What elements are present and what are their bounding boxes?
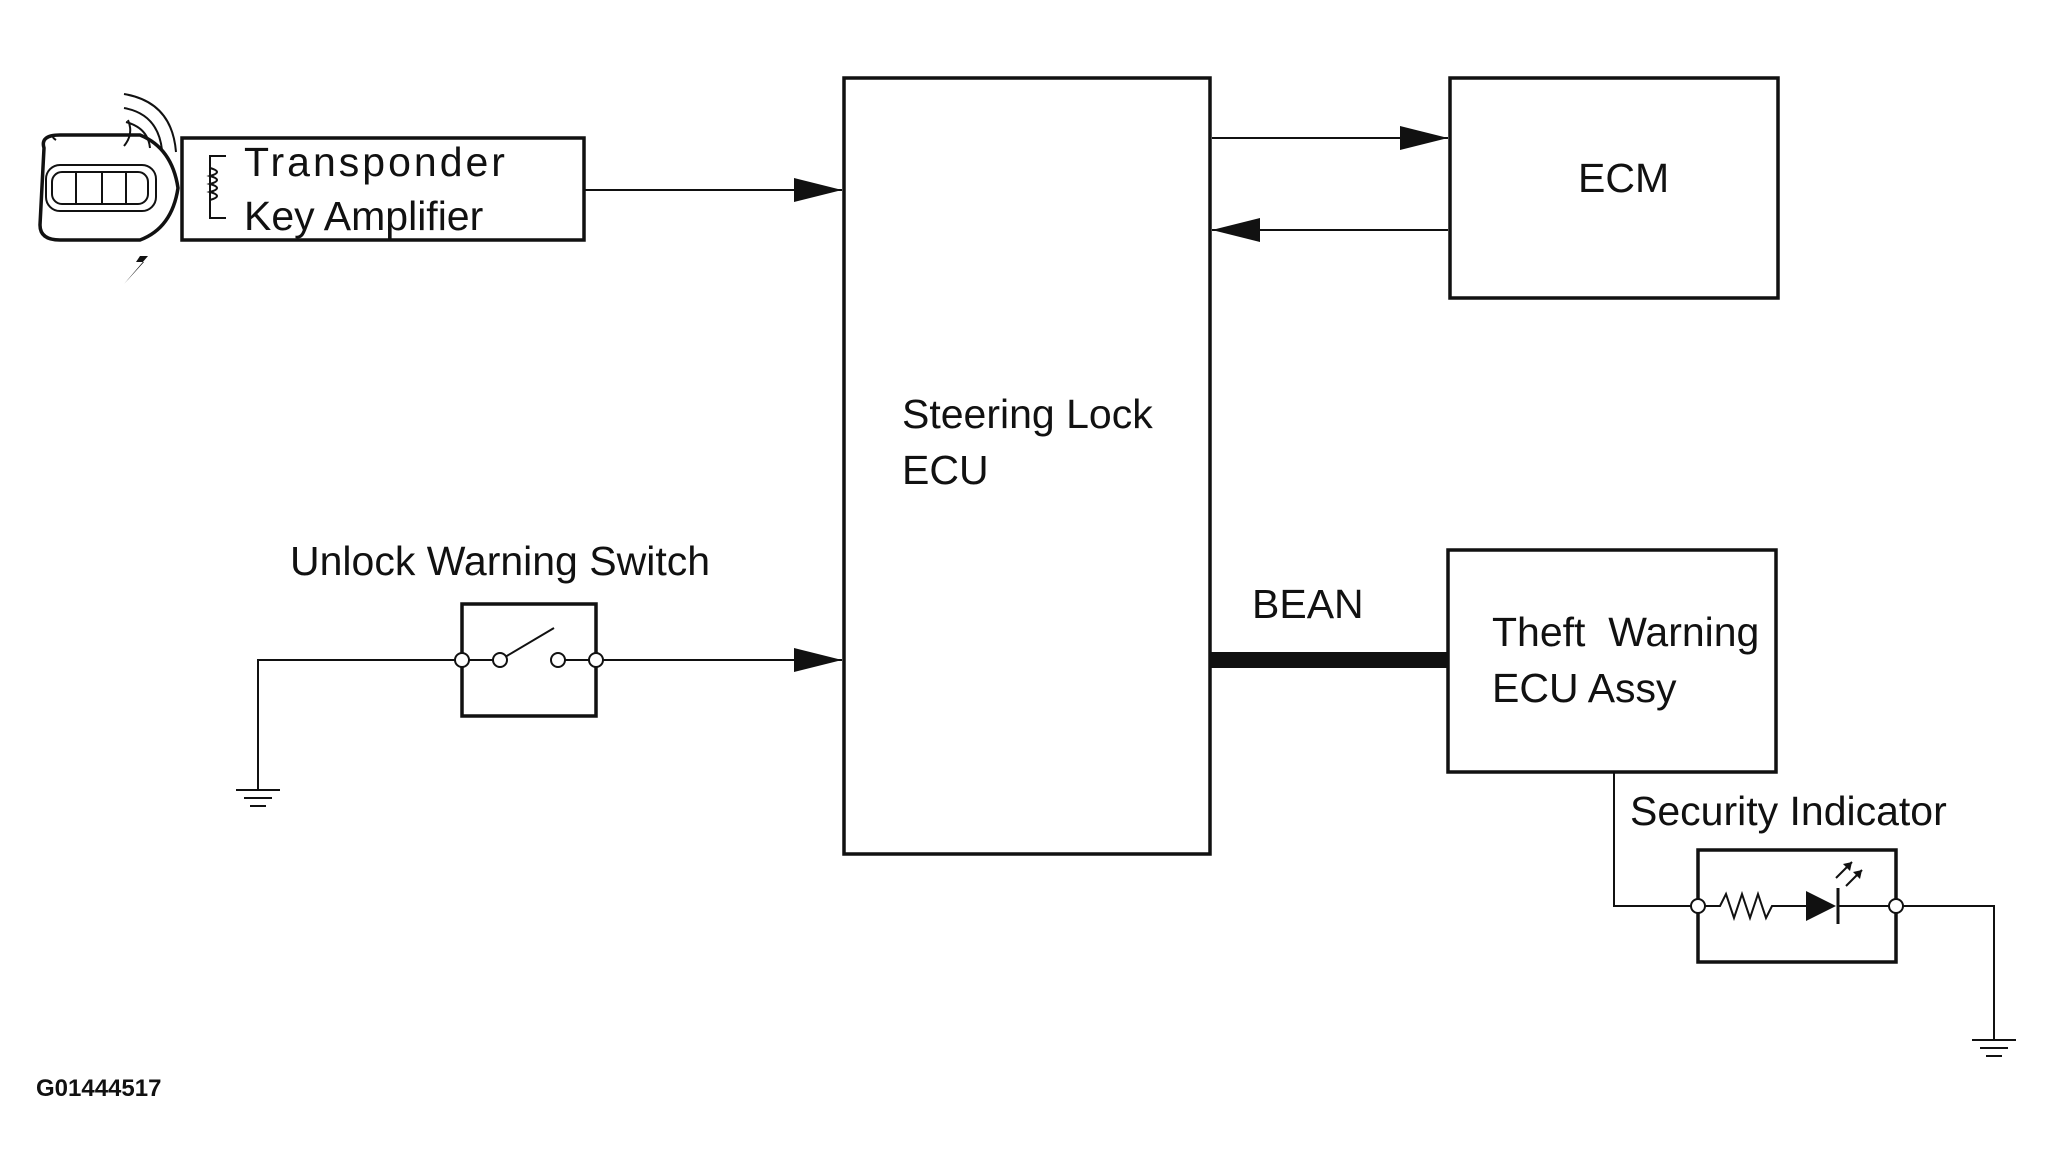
radio-waves-icon xyxy=(123,93,177,153)
key-fob-icon xyxy=(38,133,180,242)
indicator-feed-wire xyxy=(1613,772,1692,907)
ecm-block: ECM xyxy=(1448,76,1780,300)
ecm-label: ECM xyxy=(1578,155,1669,201)
switch-icon xyxy=(454,602,604,718)
switch-label: Unlock Warning Switch xyxy=(290,538,710,584)
resistor-icon xyxy=(1705,890,1806,922)
bean-label: BEAN xyxy=(1252,581,1364,627)
steering-label-line1: Steering Lock xyxy=(902,391,1153,437)
theft-warning-ecu-block: Theft Warning ECU Assy xyxy=(1446,548,1778,774)
amplifier-label-line2: Key Amplifier xyxy=(244,193,483,239)
transponder-key-amplifier-block: Transponder Key Amplifier xyxy=(180,136,586,242)
indicator-label: Security Indicator xyxy=(1630,788,1947,834)
led-icon xyxy=(1806,861,1889,924)
indicator-node-right xyxy=(1888,898,1904,914)
steering-lock-ecu-block: Steering Lock ECU xyxy=(842,76,1212,856)
lightning-icon xyxy=(124,232,156,284)
ground-icon xyxy=(236,789,280,807)
indicator-ground-wire xyxy=(1903,905,1995,1040)
theft-label-line2: ECU Assy xyxy=(1492,665,1677,711)
theft-label-line1: Theft Warning xyxy=(1492,609,1759,655)
switch-ground-wire xyxy=(257,659,455,790)
figure-code: G01444517 xyxy=(36,1075,161,1102)
coil-icon xyxy=(206,155,226,219)
ground-icon xyxy=(1972,1039,2016,1057)
indicator-node-left xyxy=(1690,898,1706,914)
steering-label-line2: ECU xyxy=(902,447,989,493)
amplifier-label-line1: Transponder xyxy=(244,139,508,185)
